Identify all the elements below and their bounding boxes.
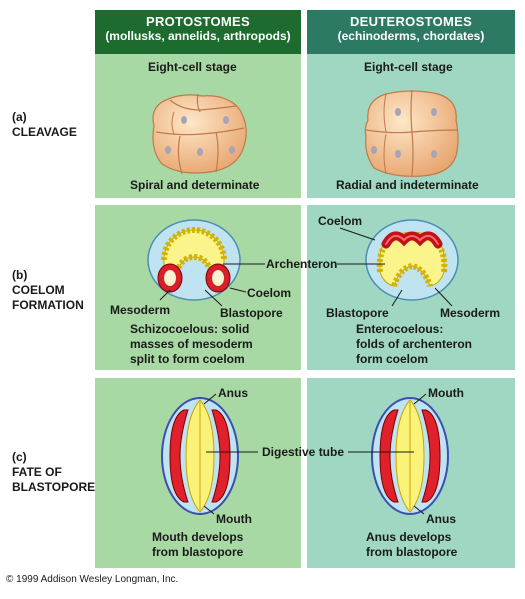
row-letter-c: (c): [12, 450, 27, 464]
left-mouth-label: Mouth: [216, 512, 252, 526]
right-eight-cell-label: Eight-cell stage: [364, 60, 453, 74]
row-label-blastopore: (c) FATE OF BLASTOPORE: [12, 450, 95, 495]
deuterostome-digestive-tube: [371, 397, 449, 515]
left-mesoderm-label: Mesoderm: [110, 303, 171, 317]
protostomes-header: PROTOSTOMES (mollusks, annelids, arthrop…: [95, 10, 301, 54]
schizocoelous-caption-line1: Schizocoelous: solid: [130, 322, 250, 336]
enterocoelous-caption-line2: folds of archenteron: [356, 337, 473, 351]
row-title-blastopore-2: BLASTOPORE: [12, 480, 96, 494]
right-mouth-label: Mouth: [428, 386, 464, 400]
row-label-cleavage: (a) CLEAVAGE: [12, 110, 77, 140]
row-title-blastopore-1: FATE OF: [12, 465, 62, 479]
spiral-embryo: [152, 93, 247, 175]
row-title-coelom-2: FORMATION: [12, 298, 84, 312]
schizocoelous-caption-line2: masses of mesoderm: [130, 337, 253, 351]
protostome-digestive-tube: [161, 397, 239, 515]
protostome-blastopore-caption-line2: from blastopore: [152, 545, 244, 559]
deuterostome-blastopore-caption: Anus develops from blastopore: [366, 530, 457, 560]
copyright-notice: © 1999 Addison Wesley Longman, Inc.: [6, 574, 179, 585]
right-blastopore-label: Blastopore: [326, 306, 389, 320]
left-coelom-label: Coelom: [247, 286, 292, 300]
deuterostomes-subtitle: (echinoderms, chordates): [337, 29, 485, 43]
row-label-coelom: (b) COELOM FORMATION: [12, 268, 84, 313]
protostomes-subtitle: (mollusks, annelids, arthropods): [105, 29, 291, 43]
radial-indeterminate-label: Radial and indeterminate: [336, 178, 479, 192]
schizocoelous-caption-line3: split to form coelom: [130, 352, 245, 366]
right-mesoderm-label: Mesoderm: [440, 306, 501, 320]
digestive-tube-label: Digestive tube: [262, 445, 345, 459]
spiral-determinate-label: Spiral and determinate: [130, 178, 260, 192]
right-coelom-label: Coelom: [318, 214, 363, 228]
right-anus-label: Anus: [426, 512, 456, 526]
deuterostomes-header: DEUTEROSTOMES (echinoderms, chordates): [307, 10, 515, 54]
archenteron-label: Archenteron: [266, 257, 338, 271]
deuterostomes-title: DEUTEROSTOMES: [349, 14, 473, 29]
row-letter-b: (b): [12, 268, 28, 282]
enterocoelous-caption-line3: form coelom: [356, 352, 429, 366]
protostome-blastopore-caption-line1: Mouth develops: [152, 530, 244, 544]
row-letter-a: (a): [12, 110, 27, 124]
row-title-cleavage: CLEAVAGE: [12, 125, 77, 139]
enterocoelous-embryo: [365, 219, 459, 301]
schizocoelous-caption: Schizocoelous: solid masses of mesoderm …: [130, 322, 253, 367]
protostomes-title: PROTOSTOMES: [146, 14, 250, 29]
deuterostome-blastopore-caption-line1: Anus develops: [366, 530, 452, 544]
left-anus-label: Anus: [218, 386, 248, 400]
enterocoelous-caption: Enterocoelous: folds of archenteron form…: [356, 322, 472, 367]
left-eight-cell-label: Eight-cell stage: [148, 60, 237, 74]
deuterostome-blastopore-caption-line2: from blastopore: [366, 545, 458, 559]
schizocoelous-embryo: [147, 219, 241, 301]
radial-embryo: [364, 89, 459, 177]
left-blastopore-label: Blastopore: [220, 306, 283, 320]
protostome-blastopore-caption: Mouth develops from blastopore: [152, 530, 243, 560]
enterocoelous-caption-line1: Enterocoelous:: [356, 322, 444, 336]
row-title-coelom-1: COELOM: [12, 283, 65, 297]
